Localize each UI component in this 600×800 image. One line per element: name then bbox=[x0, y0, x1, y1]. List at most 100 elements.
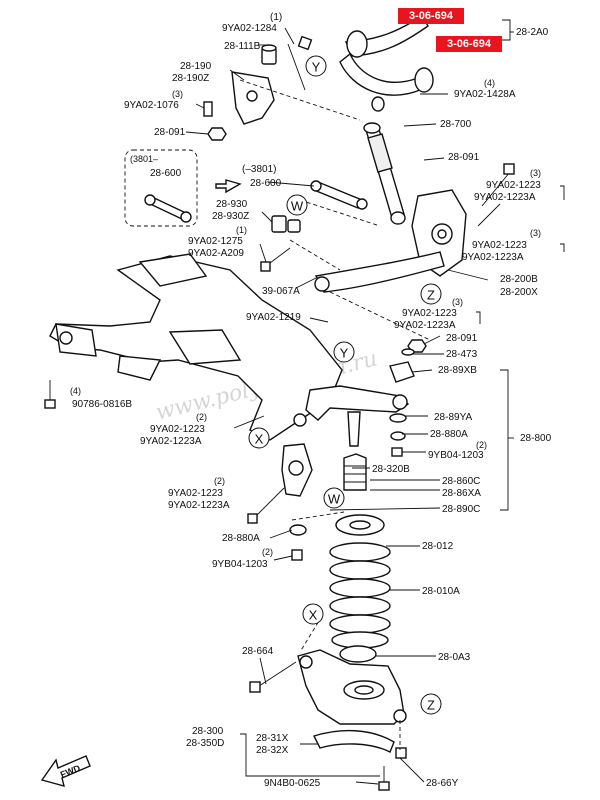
nut-9yb04-1203-b-part bbox=[291, 549, 303, 561]
qty-label: (4) bbox=[70, 386, 81, 396]
part-label: 9YA02-1223A bbox=[168, 500, 230, 511]
qty-label: (3) bbox=[530, 168, 541, 178]
part-label: 28-930 bbox=[216, 199, 248, 210]
bolt-28-664-part bbox=[249, 661, 297, 693]
zone-w-top: W bbox=[286, 194, 308, 216]
upper-arm-part bbox=[339, 15, 434, 112]
part-label: 28-930Z bbox=[212, 211, 249, 222]
zone-z-bottom: Z bbox=[420, 693, 442, 715]
part-label: 9YA02-1223 bbox=[168, 488, 223, 499]
qty-label: (2) bbox=[476, 440, 487, 450]
part-label: 9YA02-1076 bbox=[124, 100, 179, 111]
bolt-9ya02-1284-part bbox=[287, 35, 313, 91]
part-label: 28-200B bbox=[500, 274, 538, 285]
nut-9yb04-1203-a-part bbox=[391, 447, 403, 457]
part-label: 28-32X bbox=[256, 745, 289, 756]
spring-seat-upper-part bbox=[335, 514, 385, 536]
part-label: 28-0A3 bbox=[438, 652, 471, 663]
part-label: 28-2A0 bbox=[516, 27, 549, 38]
part-label: 28-664 bbox=[242, 646, 274, 657]
part-label: 9YA02-A209 bbox=[188, 248, 244, 259]
washer-28-89ya-part bbox=[389, 413, 407, 423]
stabilizer-bar-part bbox=[313, 729, 395, 753]
part-label: 9YA02-1223A bbox=[140, 436, 202, 447]
lower-arm-part bbox=[305, 385, 410, 421]
part-label: 9YA02-1284 bbox=[222, 23, 277, 34]
part-labels: (1) 9YA02-1284 28-111B 28-190 28-190Z (3… bbox=[70, 12, 552, 789]
lower-control-arm-part bbox=[297, 649, 407, 725]
part-label: 9YA02-1223 bbox=[472, 240, 527, 251]
svg-text:Y: Y bbox=[312, 60, 321, 75]
part-label: 28-89XB bbox=[438, 365, 477, 376]
qty-label: (2) bbox=[214, 476, 225, 486]
svg-text:Y: Y bbox=[340, 346, 349, 361]
nut-28-091-a-part bbox=[207, 127, 227, 141]
part-label: 28-111B bbox=[224, 41, 261, 52]
part-label: 9YA02-1275 bbox=[188, 236, 243, 247]
direction-arrow bbox=[215, 179, 242, 194]
coil-spring-part bbox=[329, 542, 391, 649]
inset-header: (3801– bbox=[130, 154, 158, 164]
qty-label: (2) bbox=[262, 547, 273, 557]
zone-y-mid: Y bbox=[333, 341, 355, 363]
part-label: (–3801) bbox=[242, 164, 276, 175]
qty-label: (1) bbox=[236, 225, 247, 235]
svg-text:Z: Z bbox=[427, 288, 435, 303]
part-label: 28-31X bbox=[256, 733, 289, 744]
zone-y-top: Y bbox=[305, 55, 327, 77]
svg-text:Z: Z bbox=[427, 698, 435, 713]
part-label: 28-860C bbox=[442, 476, 480, 487]
qty-label: (1) bbox=[270, 12, 282, 23]
washer-28-880a-a-part bbox=[390, 431, 406, 441]
svg-text:X: X bbox=[255, 432, 264, 447]
part-label: 9YA02-1223A bbox=[462, 252, 524, 263]
part-label: 9N4B0-0625 bbox=[264, 778, 321, 789]
part-label: 9YB04-1203 bbox=[428, 450, 484, 461]
part-label: 28-190 bbox=[180, 61, 212, 72]
part-number-badge-2: 3-06-694 bbox=[436, 36, 502, 52]
bolt-9n4b0-0625-part bbox=[378, 766, 390, 791]
part-label: 28-89YA bbox=[434, 412, 473, 423]
washer-28-880a-b-part bbox=[289, 524, 307, 536]
svg-text:W: W bbox=[291, 199, 304, 214]
mount-28-89xb-part bbox=[389, 361, 415, 383]
part-label: 9YA02-1223 bbox=[402, 308, 457, 319]
bolt-90786-0816b-part bbox=[44, 380, 56, 409]
part-label: 28-190Z bbox=[172, 73, 209, 84]
part-label: 9YA02-1223 bbox=[150, 424, 205, 435]
bolt-9ya02-1275-part bbox=[260, 247, 291, 272]
part-label: 9YA02-1223A bbox=[394, 320, 456, 331]
part-label: 9YB04-1203 bbox=[212, 559, 268, 570]
part-label: 90786-0816B bbox=[72, 399, 132, 410]
svg-text:X: X bbox=[309, 608, 318, 623]
zone-z-mid: Z bbox=[420, 283, 442, 305]
inset-box bbox=[124, 149, 198, 227]
part-label: 28-86XA bbox=[442, 488, 481, 499]
part-label: 9YA02-1223 bbox=[486, 180, 541, 191]
part-label: 28-010A bbox=[422, 586, 460, 597]
svg-text:FWD: FWD bbox=[59, 763, 82, 780]
nut-28-091-c-part bbox=[407, 339, 427, 353]
part-label: 9YA02-1428A bbox=[454, 89, 516, 100]
shock-absorber-part bbox=[363, 122, 406, 225]
zone-x-mid: X bbox=[248, 427, 270, 449]
leader-lines bbox=[185, 19, 565, 785]
svg-text:3-06-694: 3-06-694 bbox=[447, 38, 492, 50]
part-label: 28-700 bbox=[440, 119, 472, 130]
nut-28-66y-part bbox=[395, 747, 407, 759]
part-label: 28-320B bbox=[372, 464, 410, 475]
part-label: 28-091 bbox=[448, 152, 480, 163]
qty-label: (3) bbox=[452, 297, 463, 307]
part-label: 28-350D bbox=[186, 738, 224, 749]
part-label: 28-200X bbox=[500, 287, 538, 298]
qty-label: (3) bbox=[530, 228, 541, 238]
part-label: 28-012 bbox=[422, 541, 454, 552]
bushing-28-111b-part bbox=[261, 44, 277, 65]
part-number-badge-1: 3-06-694 bbox=[398, 8, 464, 24]
lateral-link-part bbox=[310, 180, 368, 210]
part-label: 28-600 bbox=[250, 178, 282, 189]
bump-stop-part bbox=[343, 411, 367, 491]
part-label: 28-091 bbox=[446, 333, 478, 344]
bushing-28-930-part bbox=[271, 215, 301, 233]
